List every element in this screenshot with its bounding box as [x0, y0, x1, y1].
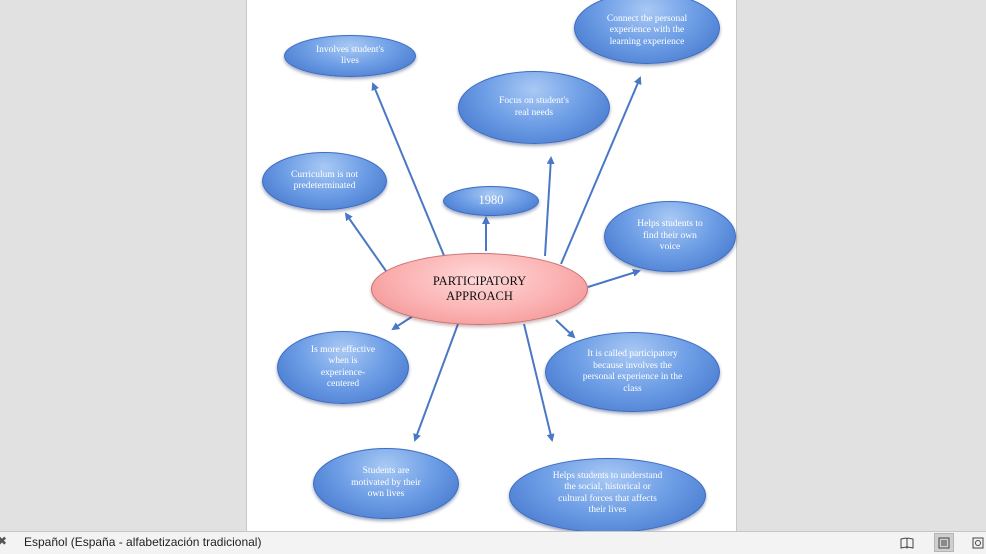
node-line: personal experience in the — [582, 372, 683, 382]
node-curriculum[interactable]: Curriculum is not predeterminated — [262, 152, 387, 210]
node-line: Involves student's — [316, 44, 384, 55]
center-line: PARTICIPATORY — [432, 274, 527, 288]
node-line: real needs — [514, 107, 554, 118]
node-line: the social, historical or — [564, 482, 651, 492]
status-bar: ✖ Español (España - alfabetización tradi… — [0, 531, 986, 554]
node-line: experience- — [320, 367, 366, 378]
center-line: APPROACH — [446, 289, 513, 303]
node-more-effective[interactable]: Is more effective when is experience- ce… — [277, 331, 409, 404]
node-line: when is — [328, 356, 358, 366]
node-line: Curriculum is not — [290, 169, 359, 180]
node-line: cultural forces that affects — [558, 493, 657, 504]
node-line: motivated by their — [351, 477, 421, 488]
node-line: voice — [659, 242, 681, 253]
node-involves-lives[interactable]: Involves student's lives — [284, 35, 416, 77]
node-line: learning experience — [609, 36, 685, 47]
node-line: Is more effective — [310, 344, 376, 355]
spellcheck-icon[interactable]: ✖ — [0, 534, 8, 548]
central-concept-node[interactable]: PARTICIPATORY APPROACH — [371, 253, 588, 325]
node-called-participatory[interactable]: It is called participatory because invol… — [545, 332, 720, 412]
node-own-voice[interactable]: Helps students to find their own voice — [604, 201, 736, 272]
node-line: Focus on student's — [499, 96, 569, 106]
node-line: their lives — [588, 505, 627, 515]
node-motivated[interactable]: Students are motivated by their own live… — [313, 448, 459, 519]
node-line: Helps students to understand — [552, 470, 663, 481]
node-line: own lives — [367, 489, 405, 500]
node-connect-experience[interactable]: Connect the personal experience with the… — [574, 0, 720, 64]
node-line: class — [623, 383, 642, 394]
node-focus-needs[interactable]: Focus on student's real needs — [458, 71, 610, 144]
read-mode-icon[interactable] — [897, 533, 917, 552]
print-layout-icon[interactable] — [934, 533, 954, 552]
node-understand-forces[interactable]: Helps students to understand the social,… — [509, 458, 706, 533]
node-line: experience with the — [609, 25, 685, 36]
node-line: lives — [341, 56, 359, 66]
node-line: because involves the — [593, 360, 672, 371]
node-line: Helps students to — [637, 219, 703, 230]
node-line: predeterminated — [293, 181, 356, 191]
node-line: centered — [326, 379, 360, 389]
node-line: Connect the personal — [606, 13, 688, 24]
document-area: PARTICIPATORY APPROACH 1980 Connect the … — [246, 0, 737, 533]
node-line: Students are — [362, 466, 410, 477]
node-line: It is called participatory — [587, 349, 678, 359]
web-layout-icon[interactable] — [970, 533, 986, 552]
language-indicator[interactable]: Español (España - alfabetización tradici… — [24, 535, 262, 549]
year-label: 1980 — [478, 193, 504, 208]
year-node[interactable]: 1980 — [443, 186, 539, 216]
node-line: find their own — [643, 230, 697, 241]
